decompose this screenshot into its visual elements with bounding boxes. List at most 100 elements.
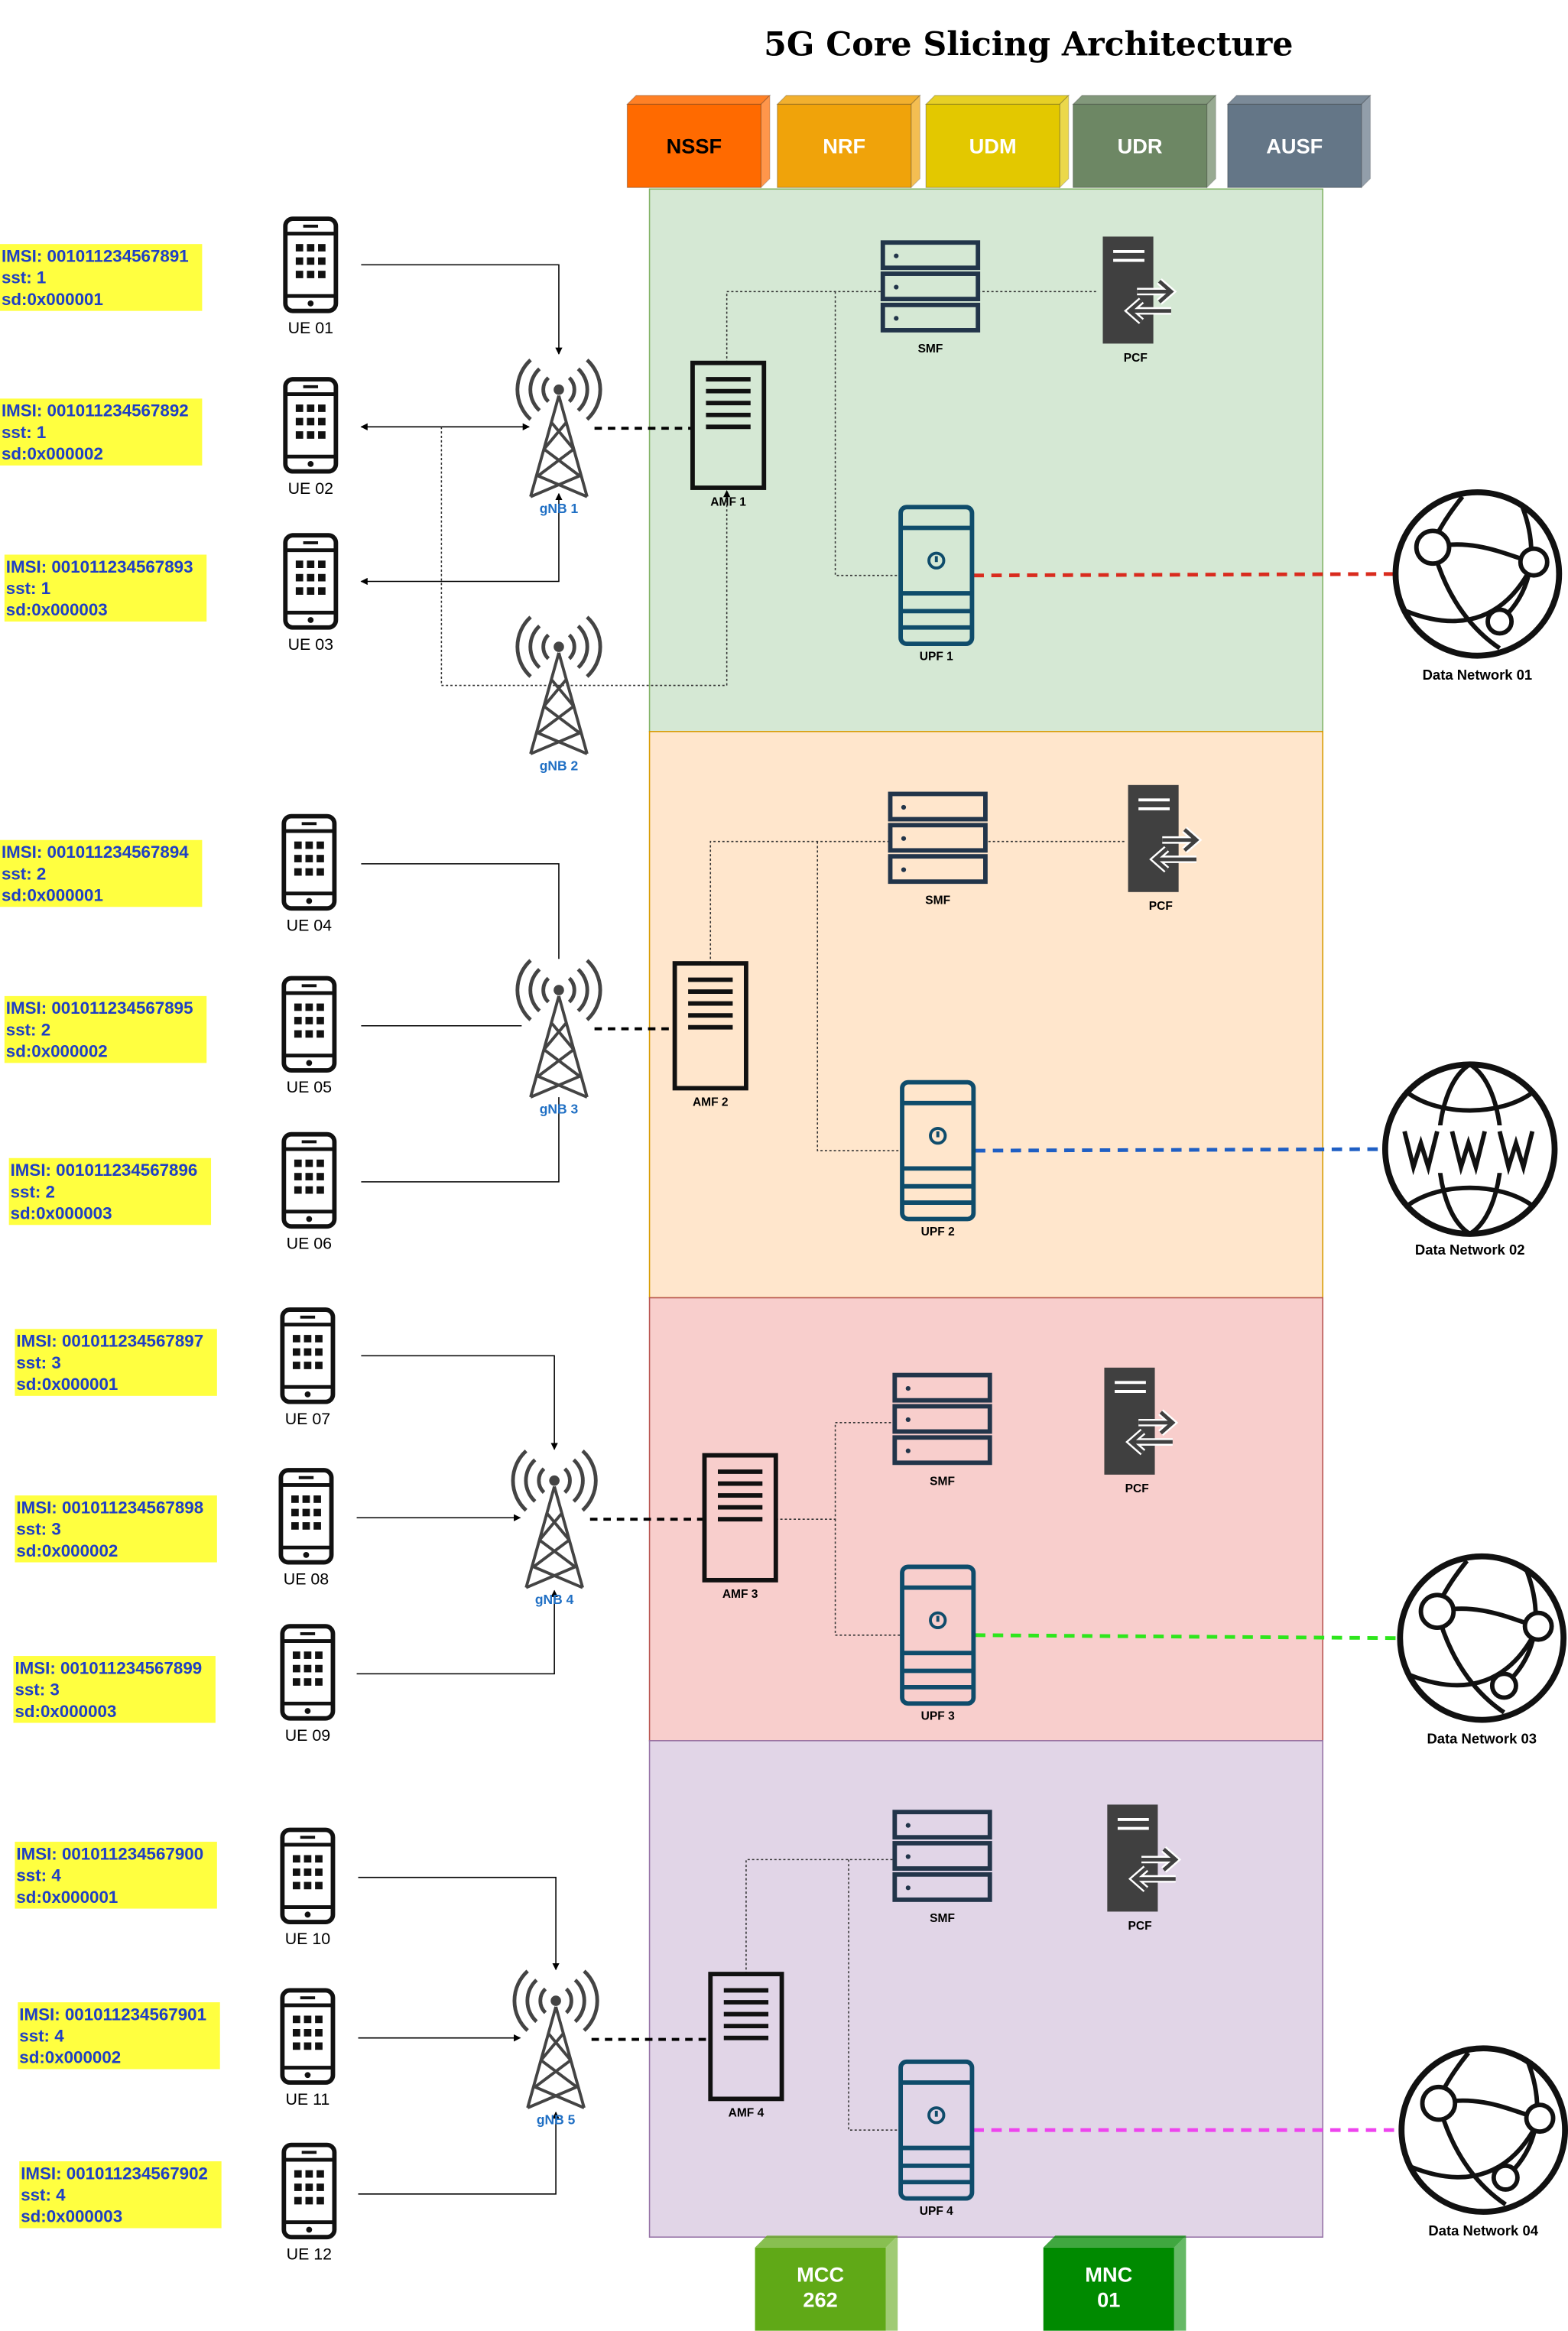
ue-label: UE 06 xyxy=(287,1234,332,1252)
sd-text: sd:0x000002 xyxy=(6,1042,108,1061)
ue-label: UE 09 xyxy=(285,1726,330,1745)
globe-icon xyxy=(1400,1557,1563,1720)
phone-icon xyxy=(281,1470,331,1563)
ue-label: UE 07 xyxy=(285,1410,330,1428)
data-network-label: Data Network 03 xyxy=(1427,1731,1537,1747)
nf-udr-box: UDR xyxy=(1072,94,1217,189)
ue-label: UE 11 xyxy=(286,2090,330,2109)
gnb-label: gNB 5 xyxy=(537,2112,576,2127)
connection-line xyxy=(361,1355,558,1450)
sst-text: sst: 4 xyxy=(16,1866,61,1885)
gnb-label: gNB 1 xyxy=(540,501,579,516)
amf-label: AMF 4 xyxy=(729,2107,765,2120)
gnb-3: gNB 3 xyxy=(518,960,600,1116)
nf-nssf-box: NSSF xyxy=(625,94,771,189)
ue-label: UE 10 xyxy=(285,1930,331,1948)
pcf-label: PCF xyxy=(1125,1482,1149,1495)
ue-label: UE 12 xyxy=(287,2245,332,2263)
data-network-4: Data Network 04 xyxy=(1401,2048,1565,2238)
imsi-text: IMSI: 001011234567894 xyxy=(2,842,189,862)
connection-line xyxy=(709,840,891,964)
ue-11: UE 11 xyxy=(282,1990,333,2109)
phone-icon xyxy=(284,816,334,909)
plmn-value: 262 xyxy=(803,2288,837,2312)
pcf-label: PCF xyxy=(1128,1920,1152,1933)
smf-label: SMF xyxy=(918,343,943,355)
nf-nrf-box: NRF xyxy=(776,94,921,189)
ue-label: UE 05 xyxy=(287,1078,332,1096)
nf-udr-label: UDR xyxy=(1118,135,1163,158)
gnb-4: gNB 4 xyxy=(513,1451,596,1607)
smf-label: SMF xyxy=(930,1475,955,1488)
phone-icon xyxy=(284,979,334,1071)
data-network-label: Data Network 01 xyxy=(1423,667,1533,683)
imsi-text: IMSI: 001011234567902 xyxy=(21,2164,208,2183)
slice-1-area xyxy=(648,188,1324,732)
connection-line xyxy=(361,264,563,355)
imsi-text: IMSI: 001011234567898 xyxy=(16,1498,203,1517)
imsi-text: IMSI: 001011234567893 xyxy=(6,557,193,576)
gnb-label: gNB 3 xyxy=(540,1101,579,1116)
sst-text: sst: 1 xyxy=(2,268,46,287)
globe-icon xyxy=(1395,492,1559,656)
sd-text: sd:0x000003 xyxy=(15,1702,116,1721)
phone-icon xyxy=(285,379,336,472)
ue-label: UE 03 xyxy=(288,635,333,654)
imsi-text: IMSI: 001011234567901 xyxy=(19,2005,206,2024)
plmn-key: MNC xyxy=(1085,2263,1132,2287)
imsi-text: IMSI: 001011234567895 xyxy=(6,998,193,1018)
sst-text: sst: 2 xyxy=(6,1020,50,1039)
sst-text: sst: 2 xyxy=(2,864,46,883)
sst-text: sst: 3 xyxy=(15,1680,59,1700)
connection-line xyxy=(361,863,560,959)
connection-line xyxy=(356,1589,558,1675)
imsi-text: IMSI: 001011234567892 xyxy=(2,401,189,420)
imsi-label-3: IMSI: 001011234567893 sst: 1 sd:0x000003 xyxy=(4,554,207,622)
data-network-1: Data Network 01 xyxy=(1395,492,1559,683)
nf-udm-box: UDM xyxy=(924,94,1070,189)
sd-text: sd:0x000001 xyxy=(2,885,103,904)
sd-text: sd:0x000003 xyxy=(11,1203,112,1222)
ue-label: UE 01 xyxy=(288,319,333,337)
sst-text: sst: 1 xyxy=(6,579,50,598)
upf-label: UPF 4 xyxy=(920,2205,953,2218)
phone-icon xyxy=(285,535,336,628)
gnb-1: gNB 1 xyxy=(518,360,600,516)
upf-label: UPF 2 xyxy=(921,1226,955,1239)
sst-text: sst: 4 xyxy=(21,2186,66,2205)
cell-tower-icon xyxy=(518,960,600,1097)
upf-2-dn-link xyxy=(975,1147,1387,1153)
sd-text: sd:0x000003 xyxy=(6,600,108,619)
imsi-label-4: IMSI: 001011234567894 sst: 2 sd:0x000001 xyxy=(0,839,203,907)
phone-icon xyxy=(282,1626,333,1719)
ue-6: UE 06 xyxy=(284,1135,334,1252)
connection-line xyxy=(358,1876,560,1971)
sd-text: sd:0x000001 xyxy=(2,290,103,309)
connection-line xyxy=(775,1422,894,1520)
sst-text: sst: 1 xyxy=(2,423,46,442)
imsi-text: IMSI: 001011234567896 xyxy=(11,1161,198,1180)
ue-5: UE 05 xyxy=(284,979,334,1096)
nf-ausf-label: AUSF xyxy=(1266,135,1323,158)
upf-label: UPF 3 xyxy=(921,1710,955,1723)
sst-text: sst: 4 xyxy=(19,2027,64,2046)
connection-line xyxy=(440,427,731,687)
nf-ausf-box: AUSF xyxy=(1226,94,1372,189)
plmn-key: MCC xyxy=(797,2263,844,2287)
